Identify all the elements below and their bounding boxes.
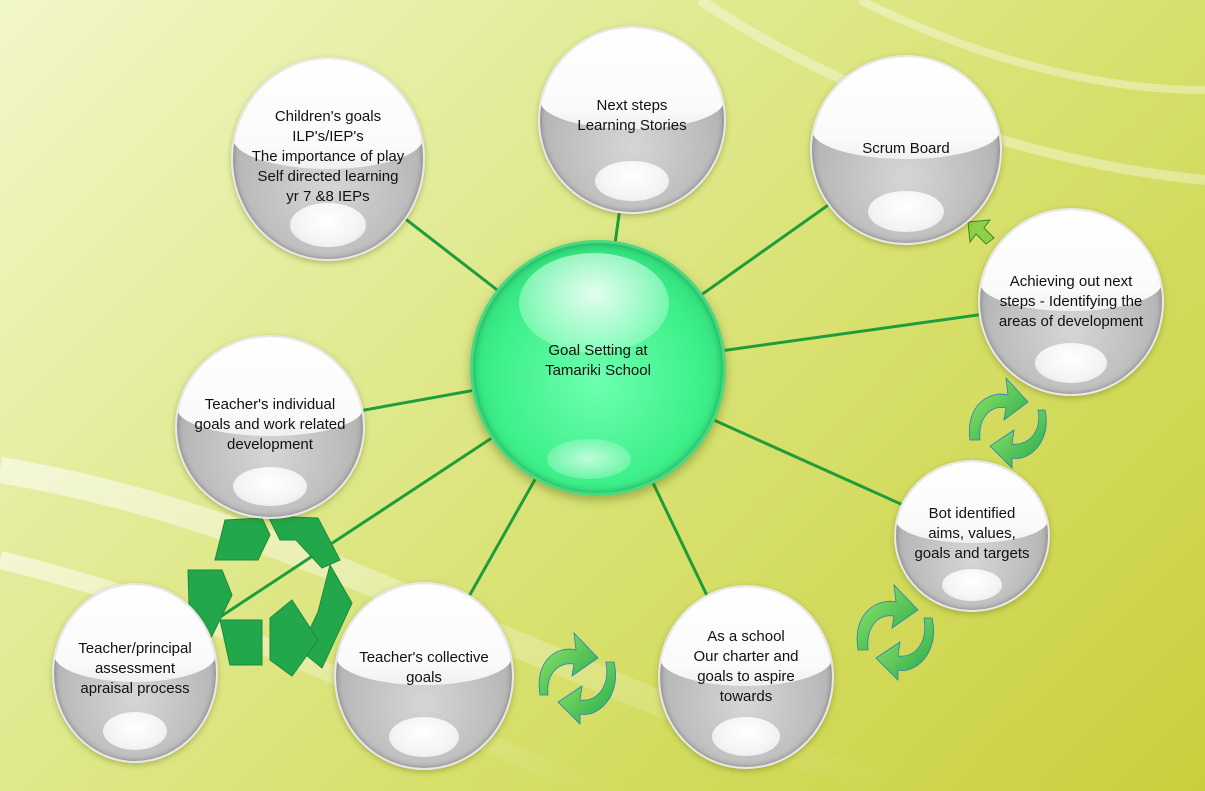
node-cap (336, 584, 512, 686)
node-highlight (1034, 342, 1108, 383)
cycle-arrows-icon (856, 583, 934, 681)
node-highlight (290, 203, 366, 247)
node-highlight (388, 716, 460, 757)
node-label: Teacher/principal assessment apraisal pr… (78, 640, 192, 697)
cycle-arrows-icon (538, 631, 616, 725)
cycle-arrows-icon (968, 376, 1047, 469)
node-cap (177, 337, 363, 436)
node-highlight (102, 711, 168, 751)
node-highlight (941, 568, 1003, 602)
node-label: Teacher's individual goals and work rela… (194, 396, 346, 453)
node-teachers-collective: Teacher's collective goals (334, 582, 514, 770)
center-label: Goal Setting at Tamariki School (545, 342, 651, 379)
node-bot-identified: Bot identified aims, values, goals and t… (894, 460, 1050, 612)
background-swoosh (858, 0, 1205, 94)
center-gloss (519, 253, 669, 353)
node-label: As a school Our charter and goals to asp… (693, 628, 799, 705)
center-gloss-bottom (547, 439, 631, 479)
node-label: Teacher's collective goals (359, 649, 489, 686)
node-cap (233, 59, 423, 169)
node-cap (540, 28, 724, 130)
node-teacher-principal: Teacher/principal assessment apraisal pr… (52, 583, 218, 763)
node-achieving-next-steps: Achieving out next steps - Identifying t… (978, 208, 1164, 396)
node-cap (896, 462, 1048, 544)
node-highlight (868, 190, 944, 232)
node-label: Children's goals ILP's/IEP's The importa… (251, 108, 405, 205)
node-label: Bot identified aims, values, goals and t… (914, 505, 1030, 562)
node-label: Next steps Learning Stories (577, 97, 687, 134)
node-cap (812, 57, 1000, 160)
node-label: Achieving out next steps - Identifying t… (998, 273, 1144, 330)
node-cap (660, 587, 832, 686)
node-highlight (595, 160, 669, 201)
node-scrum-board: Scrum Board (810, 55, 1002, 245)
node-teachers-individual: Teacher's individual goals and work rela… (175, 335, 365, 519)
node-cap (980, 210, 1162, 312)
node-as-a-school: As a school Our charter and goals to asp… (658, 585, 834, 769)
node-label: Scrum Board (862, 140, 950, 157)
node-cap (54, 585, 216, 682)
node-highlight (232, 466, 308, 507)
node-next-steps: Next steps Learning Stories (538, 26, 726, 214)
node-highlight (711, 716, 781, 757)
node-childrens-goals: Children's goals ILP's/IEP's The importa… (231, 57, 425, 261)
central-goal-node: Goal Setting at Tamariki School (470, 240, 726, 496)
